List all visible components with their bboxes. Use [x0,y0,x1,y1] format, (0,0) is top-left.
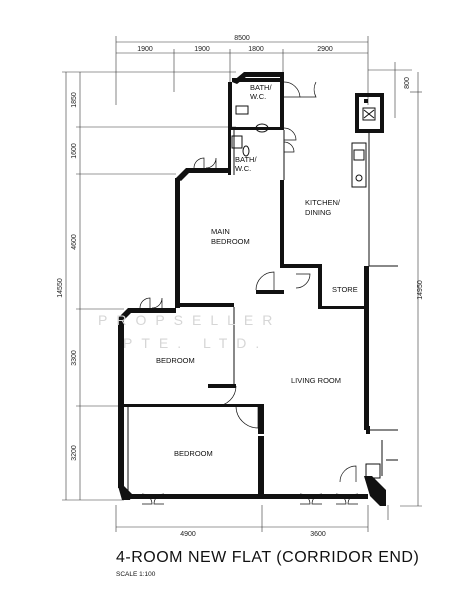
bedroom-upper-label: BEDROOM [156,356,195,365]
store-door-icon [295,273,311,289]
right-dimension-lines [400,72,422,507]
toilet-top-icon [235,105,249,115]
left-dimension-4: 3300 [71,350,78,366]
left-dimension-lines [62,71,236,501]
bottom-dimension-2: 3600 [310,531,326,538]
sink-bowl-icon [355,174,363,182]
main-bedroom-label-line2: BEDROOM [211,237,250,246]
stove-icon [353,149,365,161]
living-room-label: LIVING ROOM [291,376,341,385]
watermark-line1: PROPSELLER [98,312,281,328]
bottom-dimension-1: 4900 [180,531,196,538]
doors-windows [139,81,381,505]
right-top-dimension: 800 [404,77,411,89]
left-dimension-2: 1600 [71,143,78,159]
top-dimension-4: 2900 [317,46,333,53]
thin-lines [119,130,398,494]
bottom-dimension-lines [115,505,389,532]
bath-bottom-label-line2: W.C. [235,164,251,173]
left-dimension-5: 3200 [71,445,78,461]
store-label: STORE [332,285,358,294]
main-bedroom-label-line1: MAIN [211,227,230,236]
left-overall-dimension: 14550 [57,278,64,298]
basin-top-icon [255,123,269,133]
lift-box-icon [362,107,376,121]
basin-bottom-icon [242,145,250,157]
kitchen-label-line2: DINING [305,208,331,217]
kitchen-sink-icon [351,142,367,188]
service-yard-icon [365,463,381,479]
kitchen-label-line1: KITCHEN/ [305,198,341,207]
main-bedroom-door-icon [255,271,275,291]
top-overall-dimension: 8500 [234,35,250,42]
right-overall-dimension: 14950 [417,280,424,300]
bath-bottom-label-line1: BATH/ [235,155,257,164]
watermark-line2: PTE. LTD. [123,335,268,351]
bath-top-label-line1: BATH/ [250,83,272,92]
toilet-bottom-icon [231,135,243,149]
entrance-door-icon [283,81,301,98]
top-dimension-lines [115,36,412,118]
top-dimension-3: 1800 [248,46,264,53]
bedroom-lower-label: BEDROOM [174,449,213,458]
left-dimension-1: 1850 [71,92,78,108]
plan-scale: SCALE 1:100 [116,571,156,578]
left-dimension-3: 4600 [71,234,78,250]
fixtures [231,105,376,188]
top-dimension-2: 1900 [194,46,210,53]
bedroom-door-icon [215,385,237,407]
bath-top-label-line2: W.C. [250,92,266,101]
bath-door-icon [283,127,297,141]
top-dimension-1: 1900 [137,46,153,53]
plan-title: 4-ROOM NEW FLAT (CORRIDOR END) [116,549,419,566]
